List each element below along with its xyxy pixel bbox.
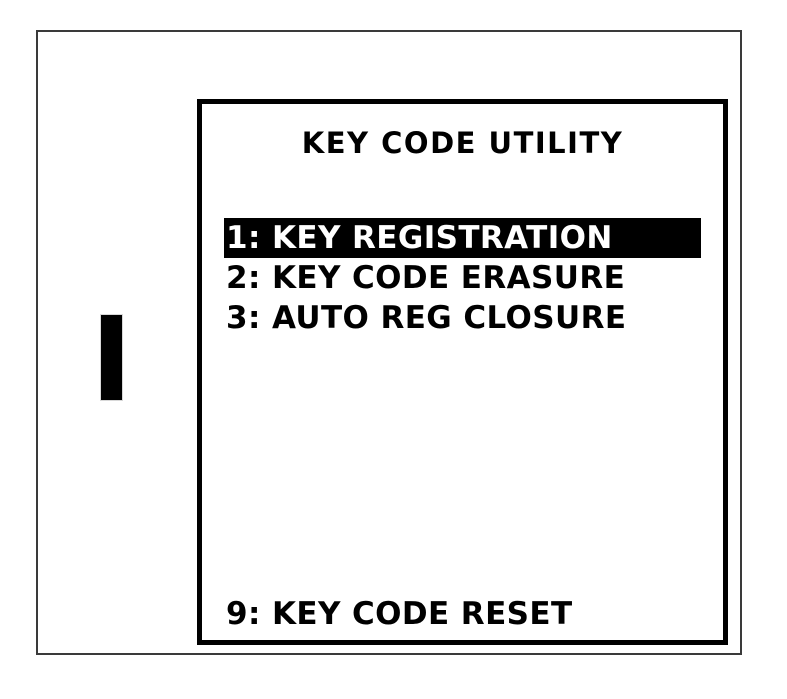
menu-item-container-2[interactable]: 2: KEY CODE ERASURE	[224, 258, 701, 298]
menu-item-key-code-reset[interactable]: 9: KEY CODE RESET	[226, 596, 573, 632]
menu-item-container-3[interactable]: 3: AUTO REG CLOSURE	[224, 298, 701, 338]
menu-item-key-registration[interactable]: 1: KEY REGISTRATION	[224, 218, 701, 258]
lcd-screen-content: KEY CODE UTILITY 1: KEY REGISTRATION 2: …	[202, 104, 723, 640]
menu-item-auto-reg-closure[interactable]: 3: AUTO REG CLOSURE	[226, 300, 627, 336]
menu-footer: 9: KEY CODE RESET	[202, 594, 723, 640]
lcd-screen-panel: KEY CODE UTILITY 1: KEY REGISTRATION 2: …	[197, 99, 728, 645]
menu-list: 1: KEY REGISTRATION 2: KEY CODE ERASURE …	[202, 218, 723, 338]
device-outer-frame: KEY CODE UTILITY 1: KEY REGISTRATION 2: …	[36, 30, 742, 655]
menu-item-container-1[interactable]: 1: KEY REGISTRATION	[224, 218, 701, 258]
cursor-indicator-bar	[101, 315, 122, 400]
menu-item-key-code-erasure[interactable]: 2: KEY CODE ERASURE	[226, 260, 626, 296]
screen-title: KEY CODE UTILITY	[301, 126, 624, 160]
